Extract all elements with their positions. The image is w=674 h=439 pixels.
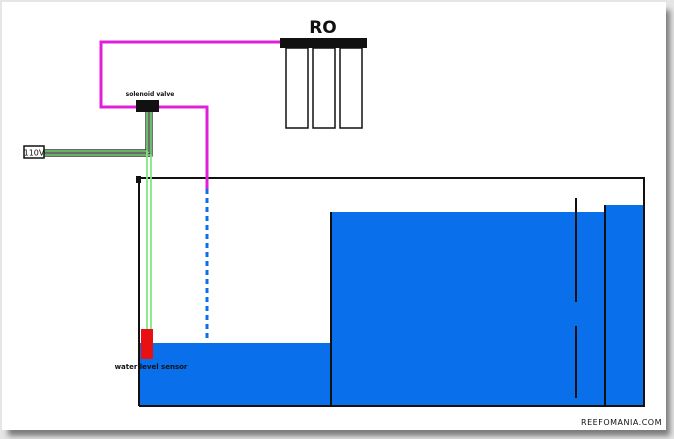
ro-header-bar xyxy=(280,38,367,48)
ro-label: RO xyxy=(309,18,337,38)
watermark: REEFOMANIA.COM xyxy=(581,418,662,427)
sump-water-right xyxy=(605,205,644,406)
power-wire-a xyxy=(44,112,148,152)
ro-canister-1 xyxy=(285,47,309,129)
sump-tank-corner xyxy=(136,176,141,183)
power-wire-b xyxy=(44,112,152,156)
power-wire-b-outline xyxy=(44,112,153,157)
solenoid-valve-label: solenoid valve xyxy=(126,91,175,98)
power-wire-a-outline xyxy=(44,112,149,153)
ro-supply-line xyxy=(99,40,280,109)
power-source-box xyxy=(23,145,45,159)
water-level-sensor xyxy=(141,329,153,359)
ro-canister-2 xyxy=(312,47,336,129)
ro-canister-3 xyxy=(339,47,363,129)
water-level-sensor-label: water level sensor xyxy=(115,363,188,371)
sump-water-left xyxy=(139,343,331,406)
solenoid-valve xyxy=(136,100,159,112)
sump-water-bubble-trap xyxy=(576,212,605,406)
power-source-label: 110V xyxy=(24,149,45,158)
valve-outlet-line xyxy=(159,105,209,189)
sump-tank-outline xyxy=(138,177,645,407)
sump-water-center xyxy=(331,212,576,406)
